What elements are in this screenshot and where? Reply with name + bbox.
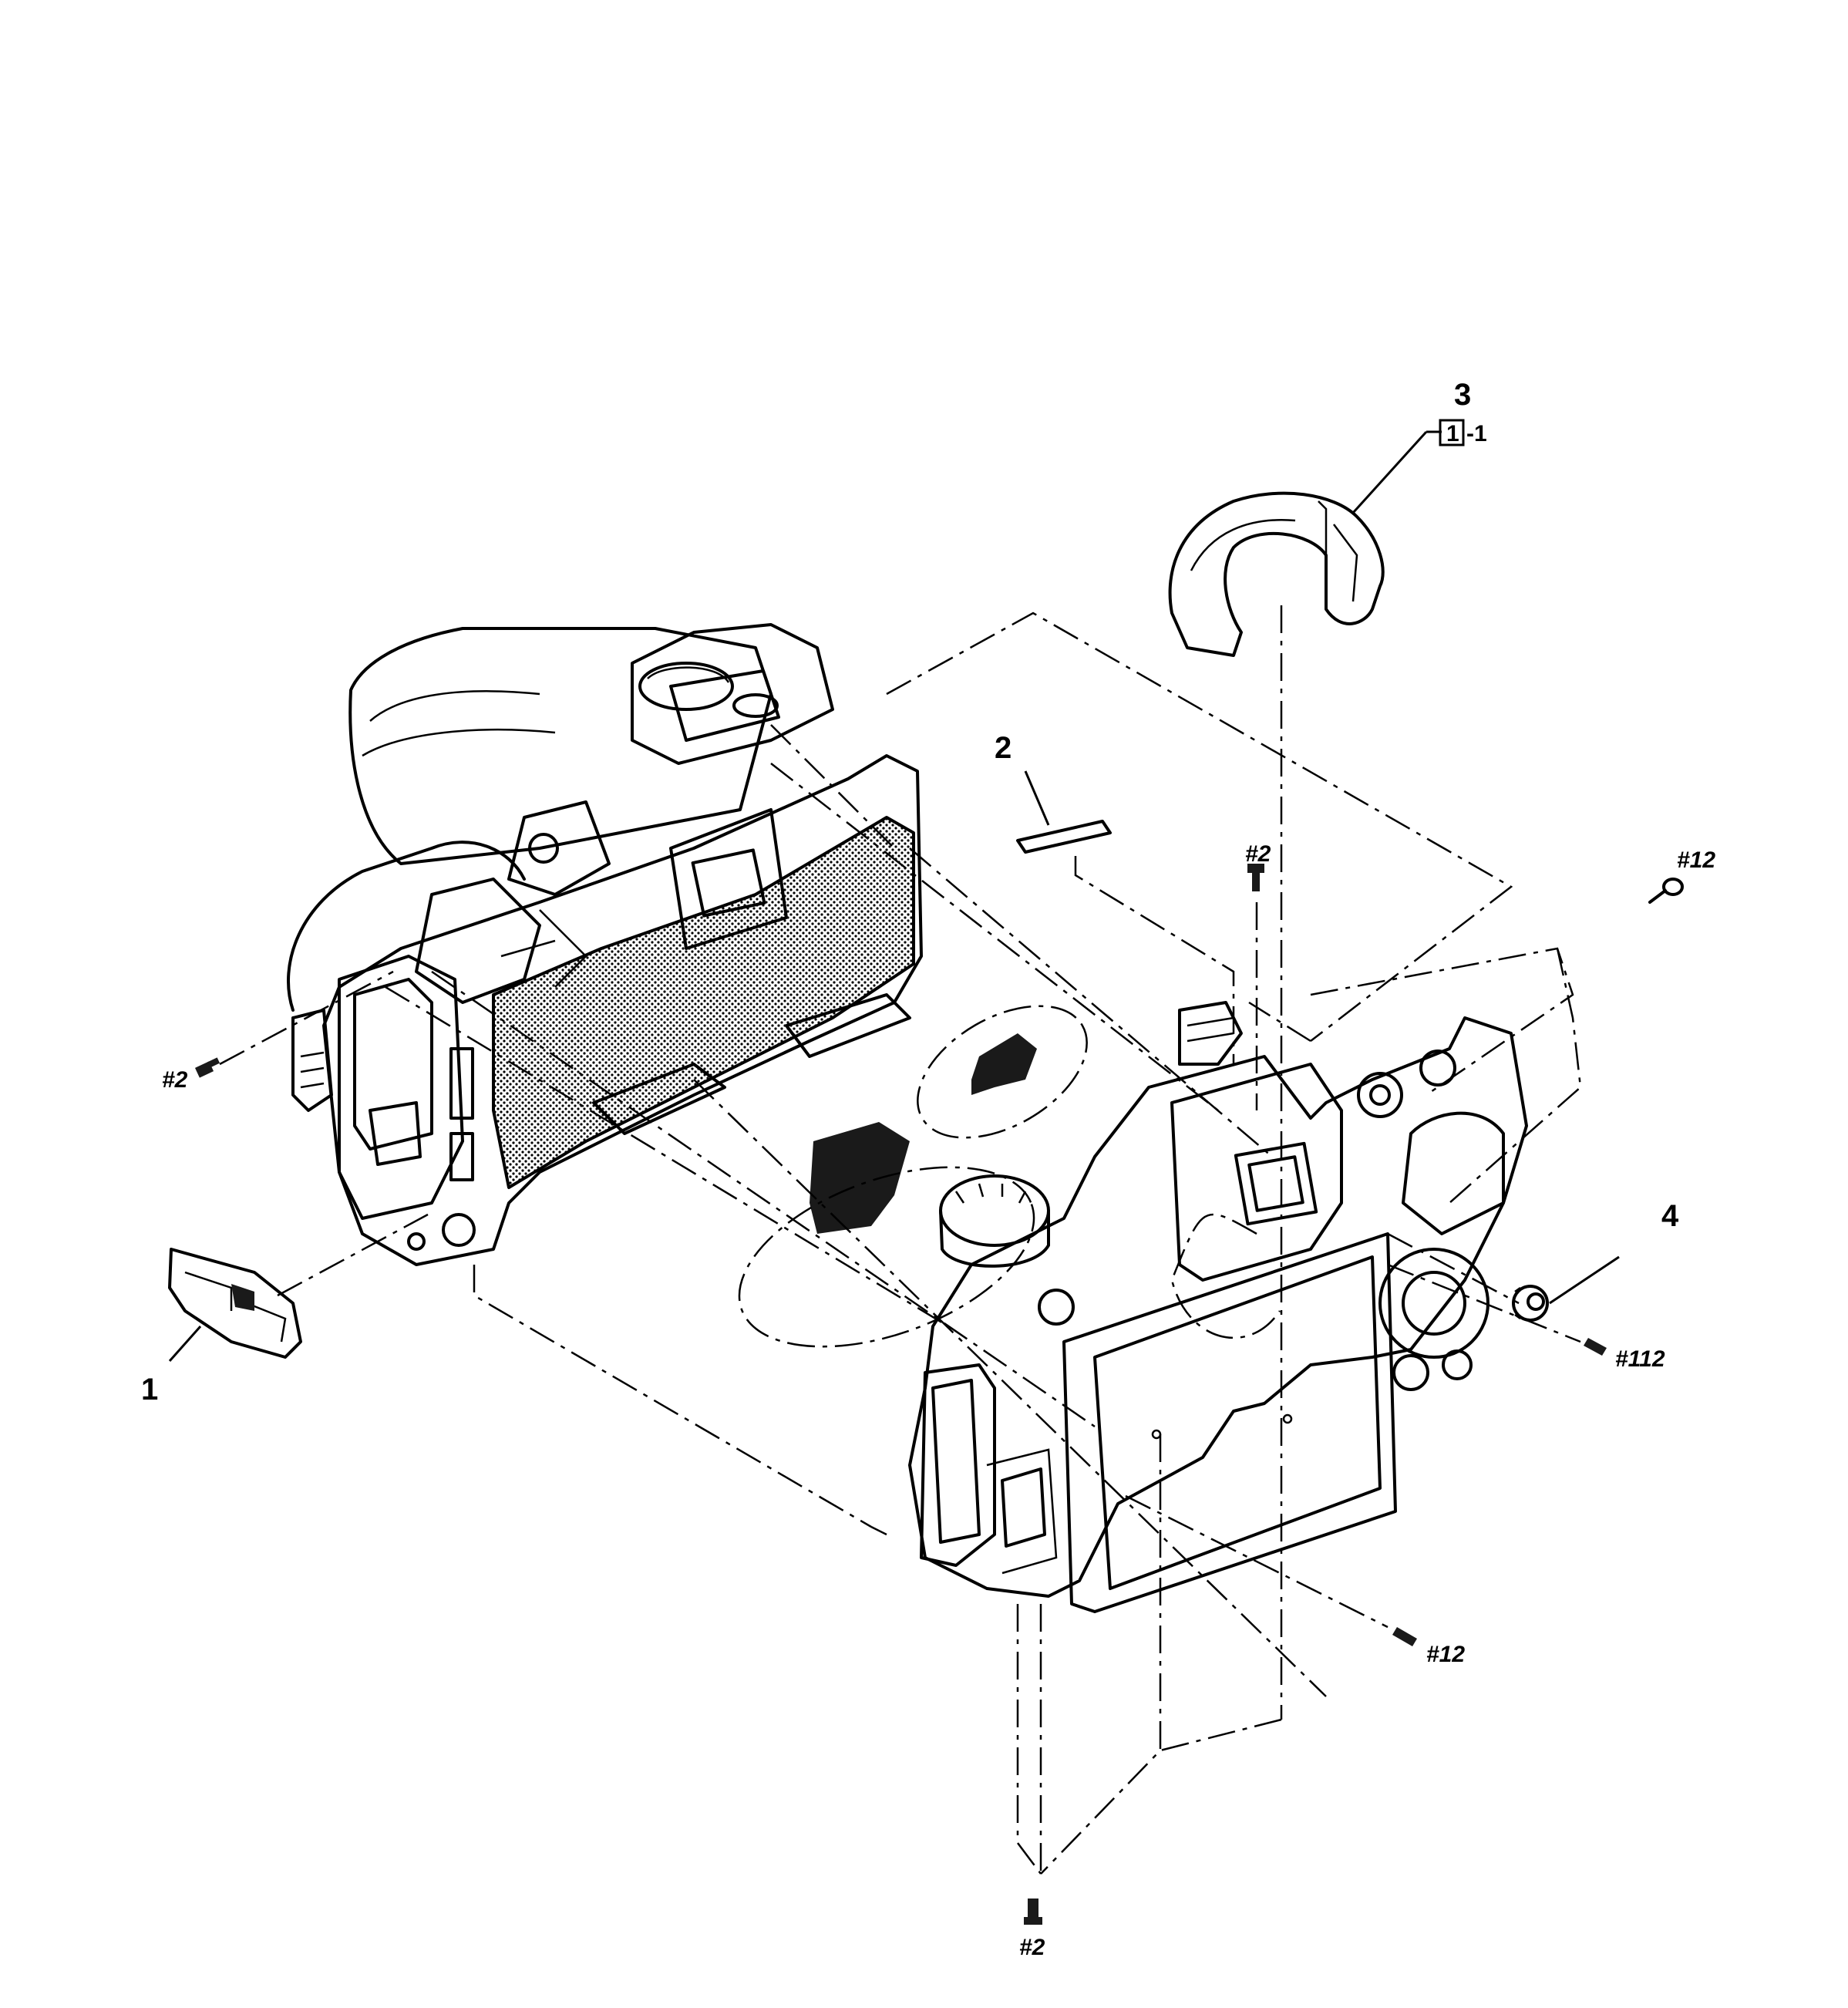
terminal-cover-part — [168, 1248, 302, 1359]
part-ref-box: 1 -1 — [1439, 419, 1487, 446]
screw-label-top-2: #2 — [1245, 841, 1271, 867]
eyecup-part — [1168, 491, 1385, 657]
screw-label-top-12: #12 — [1677, 847, 1715, 873]
part-label-4: 4 — [1661, 1199, 1679, 1233]
screw-left-2 — [194, 1057, 220, 1078]
screw-bottom-12 — [1392, 1627, 1417, 1646]
camera-body-drawing — [287, 623, 1037, 1266]
screw-top-2 — [1247, 864, 1264, 891]
screw-label-right-112: #112 — [1615, 1346, 1665, 1372]
assembly-lines — [219, 605, 1582, 1875]
label-strip-part — [1016, 820, 1112, 854]
screw-label-bottom-12: #12 — [1426, 1642, 1465, 1667]
rear-cover-drawing — [908, 1001, 1528, 1613]
screw-top-12 — [1648, 878, 1684, 904]
part-ref-suffix: -1 — [1466, 421, 1487, 446]
screw-label-bottom-2: #2 — [1019, 1935, 1045, 1960]
part-label-1: 1 — [141, 1373, 158, 1407]
part-label-3: 3 — [1454, 378, 1471, 412]
part-label-2: 2 — [995, 731, 1012, 765]
part-ref-number: 1 — [1446, 421, 1459, 446]
callout-leaders — [168, 430, 1620, 1362]
dial-part — [1512, 1285, 1549, 1322]
screw-right-112 — [1584, 1338, 1607, 1356]
screw-label-left-2: #2 — [162, 1067, 188, 1093]
screw-bottom-2 — [1024, 1899, 1042, 1925]
